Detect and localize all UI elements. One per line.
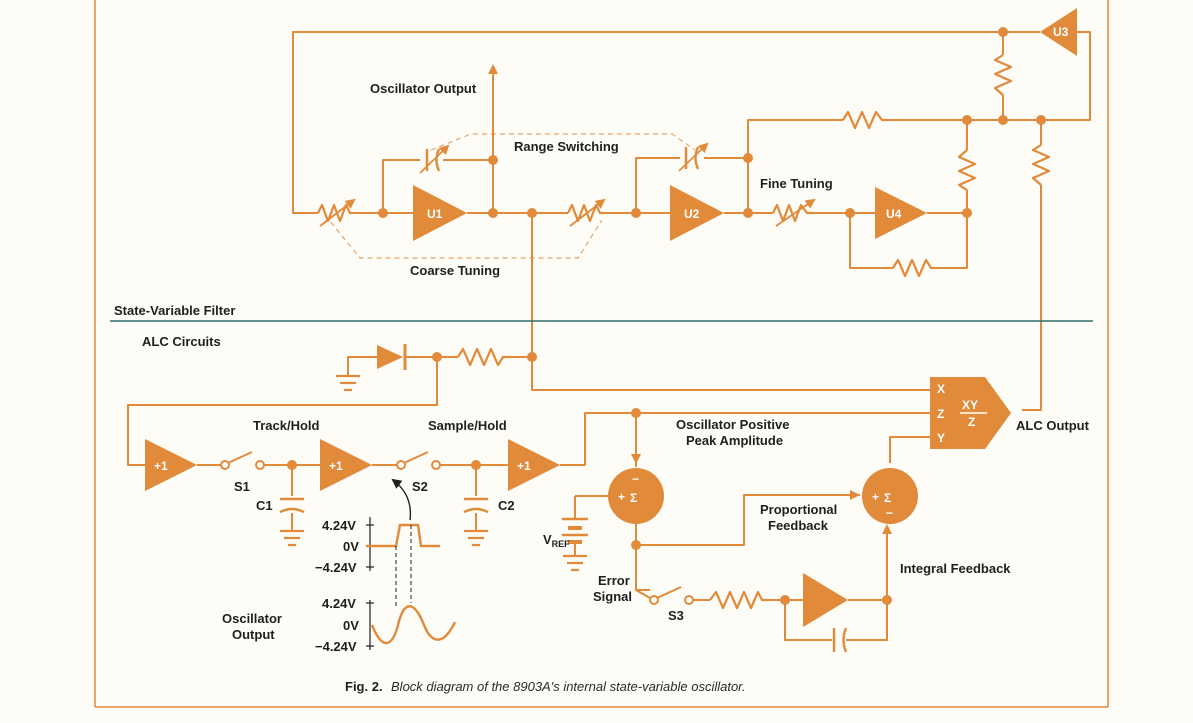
feedback-summer-minus: −	[886, 506, 893, 520]
label-error-1: Error	[598, 573, 630, 588]
mult-y: Y	[937, 431, 945, 445]
junction-dots	[287, 27, 1046, 605]
u3-amplifier	[1040, 8, 1077, 56]
mult-z: Z	[937, 407, 944, 421]
error-summer-plus: +	[618, 490, 625, 504]
u4-amplifier	[875, 187, 927, 239]
sine-mid-label: 0V	[343, 618, 359, 633]
mult-denominator: Z	[968, 415, 975, 429]
wires	[127, 31, 1091, 641]
wire-arrows	[488, 64, 892, 560]
label-oscillator-output-top: Oscillator Output	[370, 81, 477, 96]
diode	[377, 344, 410, 370]
sine-bottom-label: −4.24V	[315, 639, 357, 654]
error-summer	[608, 468, 664, 524]
label-proportional-2: Feedback	[768, 518, 829, 533]
label-track-hold: Track/Hold	[253, 418, 320, 433]
u1-amplifier	[413, 185, 467, 241]
waveform-plots	[366, 478, 457, 650]
feedback-summer-plus: +	[872, 490, 879, 504]
square-bottom-label: −4.24V	[315, 560, 357, 575]
label-range-switching: Range Switching	[514, 139, 619, 154]
page-border	[94, 0, 1109, 708]
label-s2: S2	[412, 479, 428, 494]
label-sample-hold: Sample/Hold	[428, 418, 507, 433]
gang-outlines	[324, 133, 696, 259]
variable-resistor-arrows	[319, 198, 816, 227]
buffer-1	[145, 439, 197, 491]
label-c1: C1	[256, 498, 273, 513]
mult-numerator: XY	[962, 398, 978, 412]
section-state-variable-filter: State-Variable Filter	[114, 303, 235, 318]
label-s1: S1	[234, 479, 250, 494]
mult-x: X	[937, 382, 945, 396]
label-c2: C2	[498, 498, 515, 513]
feedback-summer-sigma: Σ	[884, 491, 891, 505]
label-osc-pos-peak-2: Peak Amplitude	[686, 433, 783, 448]
sine-top-label: 4.24V	[322, 596, 356, 611]
error-summer-minus: −	[632, 472, 639, 486]
label-fine-tuning: Fine Tuning	[760, 176, 833, 191]
square-top-label: 4.24V	[322, 518, 356, 533]
amplifiers	[145, 8, 1077, 627]
capacitors	[279, 142, 848, 653]
label-alc-output: ALC Output	[1016, 418, 1090, 433]
error-summer-sigma: Σ	[630, 491, 637, 505]
summing-junctions	[608, 468, 918, 524]
buffer-1-label: +1	[154, 459, 168, 473]
ground-symbols	[280, 374, 587, 572]
figure-caption: Fig. 2. Block diagram of the 8903A's int…	[345, 678, 746, 695]
u2-label: U2	[684, 207, 700, 221]
feedback-summer	[862, 468, 918, 524]
alc-multiplier	[930, 377, 1011, 449]
label-osc-output-1: Oscillator	[222, 611, 282, 626]
buffer-3	[508, 439, 560, 491]
label-coarse-tuning: Coarse Tuning	[410, 263, 500, 278]
label-error-2: Signal	[593, 589, 632, 604]
buffer-3-label: +1	[517, 459, 531, 473]
u3-label: U3	[1053, 25, 1069, 39]
label-proportional-1: Proportional	[760, 502, 837, 517]
u2-amplifier	[670, 185, 724, 241]
label-osc-output-2: Output	[232, 627, 275, 642]
u4-label: U4	[886, 207, 902, 221]
buffer-2-label: +1	[329, 459, 343, 473]
square-mid-label: 0V	[343, 539, 359, 554]
resistors	[317, 54, 1051, 610]
label-s3: S3	[668, 608, 684, 623]
buffer-2	[320, 439, 372, 491]
u1-label: U1	[427, 207, 443, 221]
section-alc-circuits: ALC Circuits	[142, 334, 221, 349]
integrator-amplifier	[803, 573, 848, 627]
label-integral-feedback: Integral Feedback	[900, 561, 1011, 576]
label-osc-pos-peak-1: Oscillator Positive	[676, 417, 789, 432]
label-vref: VREF	[543, 532, 570, 549]
switches	[220, 451, 694, 605]
vref-battery	[562, 517, 588, 544]
